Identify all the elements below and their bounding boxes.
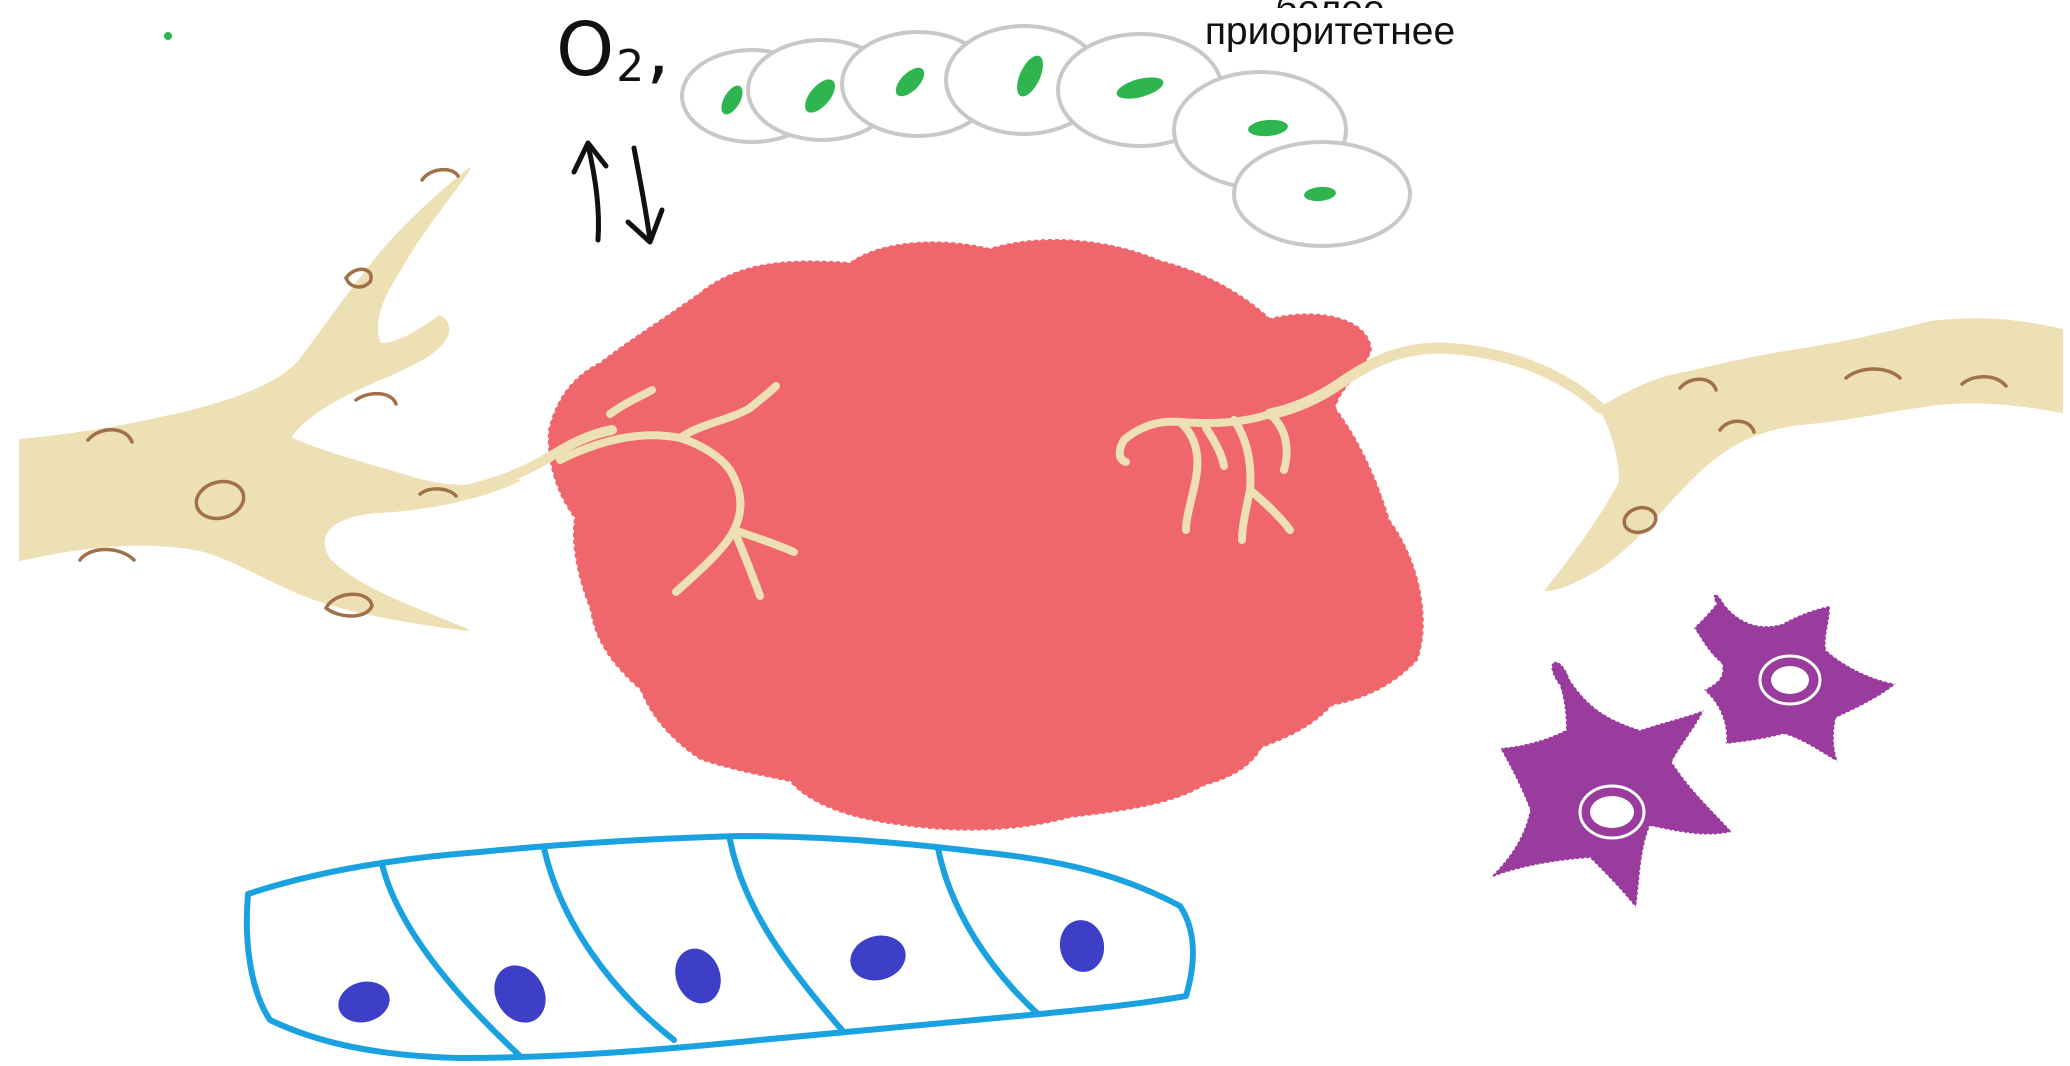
left-neuron-body: [20, 168, 520, 630]
exchange-arrows-icon: [574, 143, 662, 242]
muscle-fiber: [247, 836, 1193, 1058]
muscle-nucleus: [845, 930, 910, 987]
star-cell-large: [1490, 662, 1732, 908]
muscle-nucleus: [334, 976, 395, 1028]
muscle-nucleus: [1056, 917, 1108, 976]
muscle-nucleus: [484, 956, 556, 1032]
muscle-nucleus: [668, 942, 728, 1010]
stray-dot: [164, 32, 172, 40]
left-neuron: [20, 168, 612, 630]
epithelium-cells: [682, 26, 1410, 246]
muscle-fiber-outline: [247, 836, 1193, 1058]
central-tissue: [548, 239, 1424, 831]
right-neuron-body: [1546, 319, 2062, 590]
star-cell-small: [1694, 594, 1896, 762]
muscle-fiber-nuclei: [334, 917, 1108, 1032]
